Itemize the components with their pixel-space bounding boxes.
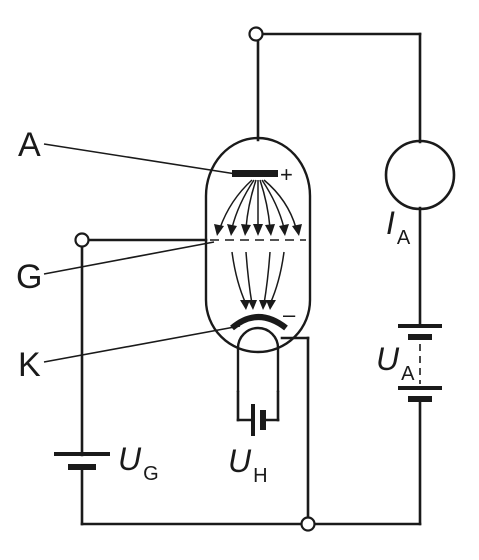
- arrowhead-low-3: [259, 300, 268, 310]
- heater-neck-top: [236, 326, 280, 349]
- anode-battery-plate-2: [408, 334, 432, 340]
- heater-battery-short-plate: [260, 410, 266, 430]
- grid-leader-line: [43, 241, 215, 275]
- electron-arrow-low-3: [263, 251, 271, 305]
- electron-arrow-low-2: [245, 251, 253, 305]
- ammeter-circle: [384, 139, 456, 211]
- grid-battery-short-plate: [68, 464, 96, 470]
- anode-leader-line: [43, 143, 237, 175]
- grid-battery-long-plate: [54, 452, 110, 456]
- anode-plate: [232, 170, 278, 177]
- arrowhead-up-7: [292, 224, 302, 236]
- arrowhead-low-2: [248, 300, 257, 310]
- anode-terminal: [248, 26, 264, 42]
- electron-arrow-low-1: [231, 251, 247, 305]
- cathode-leader-line: [43, 325, 241, 363]
- grid-circuit-wires: [80, 238, 208, 526]
- electron-arrow-up-6: [261, 179, 285, 229]
- electron-arrow-up-7: [263, 179, 297, 229]
- electron-arrow-up-2: [231, 179, 255, 229]
- anode-battery-plate-4: [408, 396, 432, 402]
- tube-envelope: [204, 136, 312, 354]
- arrowhead-up-2: [227, 224, 237, 236]
- label-anode-current-sub: A: [397, 227, 411, 249]
- label-anode-voltage-sub: A: [401, 363, 415, 385]
- minus-sign: –: [283, 302, 296, 327]
- plus-sign: +: [280, 162, 293, 187]
- label-anode: A: [18, 126, 41, 164]
- arrowhead-up-1: [214, 224, 224, 236]
- anode-battery-plate-3: [398, 386, 442, 390]
- anode-circuit-wires: [80, 32, 422, 526]
- vacuum-tube: [204, 136, 312, 436]
- label-grid-voltage-main: U: [118, 441, 142, 477]
- label-heater-voltage-sub: H: [253, 465, 267, 487]
- electron-arrow-up-3: [245, 179, 257, 229]
- anode-battery-plate-1: [398, 324, 442, 328]
- arrowhead-up-6: [279, 224, 289, 236]
- label-anode-current-main: I: [386, 205, 395, 241]
- electron-arrow-up-5: [259, 179, 271, 229]
- arrowhead-low-1: [240, 300, 250, 310]
- electron-arrow-low-4: [269, 251, 285, 305]
- label-grid-voltage-sub: G: [143, 463, 159, 485]
- label-cathode: K: [18, 346, 41, 384]
- anode-battery: [398, 324, 442, 402]
- label-heater-voltage-main: U: [228, 443, 252, 479]
- cathode-terminal: [300, 516, 316, 532]
- cathode: [230, 314, 288, 331]
- arrowhead-up-4: [253, 224, 263, 236]
- grid-battery: [54, 452, 110, 470]
- electron-arrow-up-1: [219, 179, 253, 229]
- arrowhead-low-4: [266, 300, 276, 310]
- grid-terminal: [74, 232, 90, 248]
- electron-flow-arrows: [214, 179, 302, 310]
- heater-battery-long-plate: [251, 404, 255, 436]
- label-grid: G: [16, 258, 42, 296]
- arrowhead-up-5: [265, 224, 275, 236]
- label-anode-voltage-main: U: [376, 341, 400, 377]
- arrowhead-up-3: [241, 224, 251, 236]
